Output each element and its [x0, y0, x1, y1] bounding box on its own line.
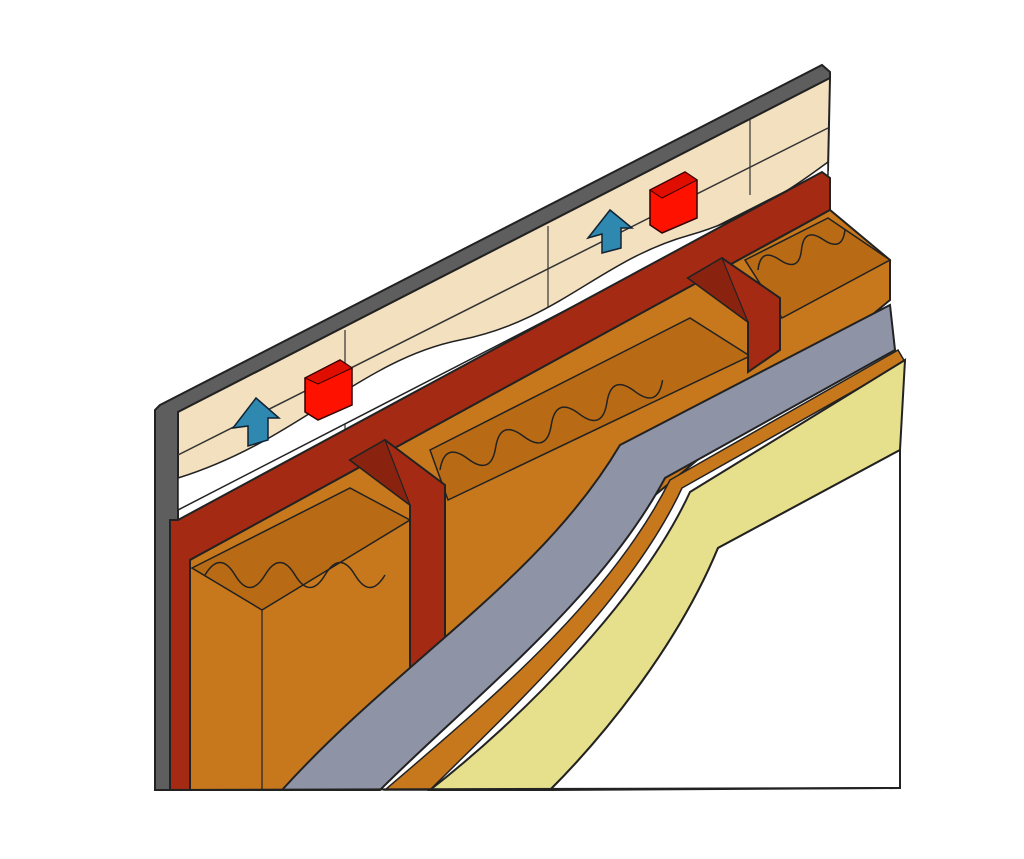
heat-marker-2 — [649, 171, 698, 234]
room-interior — [547, 448, 901, 792]
cavity-insulation — [189, 208, 892, 791]
airflow-arrow-1 — [231, 396, 282, 448]
vapor-retarder — [279, 303, 897, 791]
framing-stud-2 — [686, 256, 781, 374]
heat-marker-1 — [303, 359, 354, 421]
airflow-arrow-2 — [585, 208, 635, 254]
baseline — [154, 787, 901, 791]
